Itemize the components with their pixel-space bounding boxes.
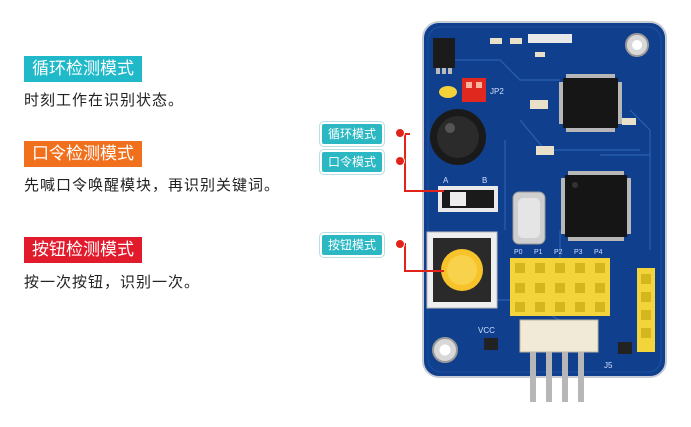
silk-j5: J5 — [604, 361, 613, 370]
callout-password-mode: 口令模式 — [320, 150, 385, 174]
mode-desc-password: 先喊口令唤醒模块，再识别关键词。 — [24, 176, 281, 194]
silk-a: A — [443, 176, 449, 185]
callout-dot-loop — [395, 128, 405, 138]
mode-title-button: 按钮检测模式 — [24, 237, 142, 263]
mode-desc-button: 按一次按钮，识别一次。 — [24, 273, 201, 291]
led — [439, 86, 457, 98]
yellow-pin-headers — [510, 258, 610, 316]
main-ic-chip — [563, 78, 618, 128]
callout-line-vertical — [404, 133, 406, 191]
mode-title-password: 口令检测模式 — [24, 141, 142, 167]
mode-title-loop: 循环检测模式 — [24, 56, 142, 82]
callout-line-h2 — [404, 190, 444, 192]
silk-p2: P2 — [554, 249, 563, 256]
silk-p3: P3 — [574, 249, 583, 256]
voltage-regulator — [433, 38, 455, 68]
callout-loop-mode: 循环模式 — [320, 122, 385, 146]
callout-button-mode: 按钮模式 — [320, 233, 385, 257]
callout-line-h1 — [404, 133, 410, 135]
callout-dot-password — [395, 156, 405, 166]
bottom-connector — [519, 319, 599, 353]
silk-jp2: JP2 — [490, 87, 504, 96]
silk-p4: P4 — [594, 249, 603, 256]
silk-b: B — [482, 176, 487, 185]
silk-vcc: VCC — [478, 326, 495, 335]
jumper-header — [462, 78, 486, 102]
silk-p1: P1 — [534, 249, 543, 256]
voice-module-board: JP2 A B P0 P1 P2 P3 — [422, 21, 667, 402]
callout-line-h3 — [404, 270, 444, 272]
callout-dot-button — [395, 239, 405, 249]
callout-line-vertical-2 — [404, 243, 406, 271]
silk-p0: P0 — [514, 249, 523, 256]
mode-desc-loop: 时刻工作在识别状态。 — [24, 91, 185, 109]
